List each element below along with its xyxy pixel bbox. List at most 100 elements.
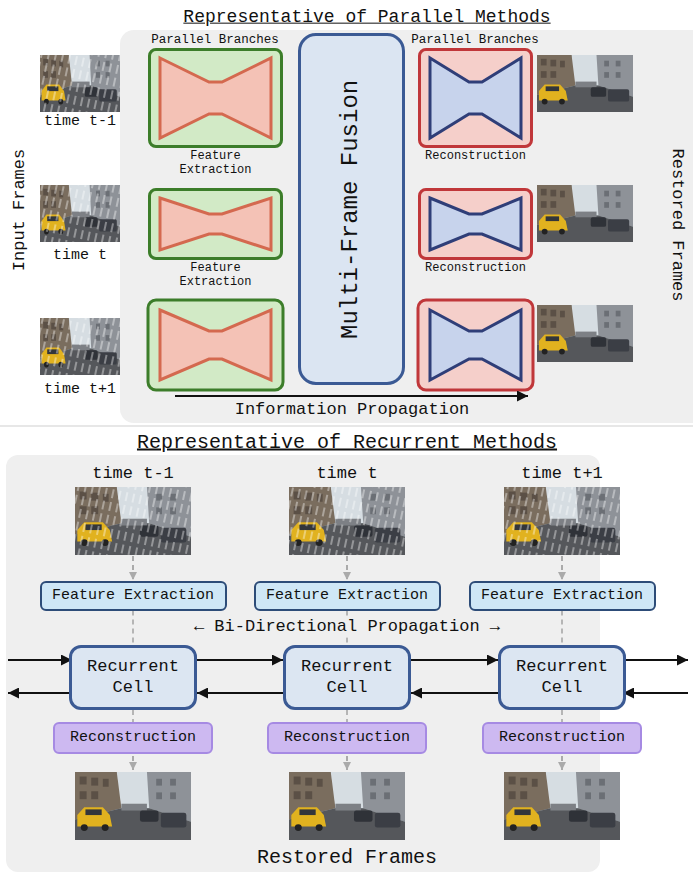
process-box: Reconstruction [267,722,427,754]
art-use [504,487,620,555]
state-arrow [197,659,283,661]
art-line [8,692,72,694]
process-box: Reconstruction [482,722,642,754]
art-rect [148,188,283,260]
box-label: Feature Extraction [481,587,643,605]
art-rect [40,185,120,242]
art-use [537,305,633,362]
art-use [40,55,120,112]
art-rect [40,318,120,375]
box-label: Feature Extraction [266,587,428,605]
process-box: Recurrent Cell [498,645,626,710]
dashed-link [132,611,134,646]
label-text: Parallel Branches [411,33,539,47]
label-text: time t+1 [521,464,603,484]
label-text: Restored Frames [667,148,687,301]
label-text: Representative of Parallel Methods [183,7,550,28]
art-rect [75,487,191,555]
art-use [537,185,633,242]
restored-frames [537,55,633,362]
art-use [289,772,405,840]
art-line [561,756,563,770]
label-text: Information Propagation [235,400,470,420]
box-label: Multi-Frame Fusion [337,79,366,338]
art-line [346,756,348,770]
dashed-link [561,710,563,722]
label-text: Input Frames [10,149,30,271]
video-frames [75,487,620,840]
label-text: Restored Frames [257,846,437,869]
art-rect [289,487,405,555]
process-box: Reconstruction [53,722,213,754]
process-box: Feature Extraction [40,581,227,611]
art-rect [40,55,120,112]
box-label: Feature Extraction [170,149,262,178]
art-rect [504,487,620,555]
process-box: Feature Extraction [148,188,283,260]
label-text: time t [316,464,377,484]
art-polygon [430,58,521,138]
decoder-art [418,48,533,390]
process-box: Reconstruction [418,188,533,260]
art-polygon [160,198,271,250]
label-text: Representative of Recurrent Methods [137,431,557,454]
box-label: Reconstruction [499,729,625,747]
encoder-art [148,48,283,390]
art-polygon [430,198,521,250]
dashed-link [561,611,563,646]
process-box: Reconstruction [418,48,533,148]
art-polygon [430,310,521,380]
art-rect [418,188,533,260]
process-box: Multi-Frame Fusion [298,33,405,385]
art-line [132,756,134,770]
panel-ground [120,30,693,423]
label-text: time t+1 [44,381,116,398]
art-rect [148,300,283,390]
label-text: ← Bi-Directional Propagation → [190,617,504,637]
art-polygon [160,58,271,138]
art-line [8,659,72,661]
process-box: Recurrent Cell [283,645,411,710]
label-text: time t-1 [44,113,116,130]
propagation-arrow [175,395,528,397]
art-use [75,487,191,555]
art-line [623,659,688,661]
art-use [40,318,120,375]
label-text: time t-1 [92,464,174,484]
state-arrow [197,692,283,694]
process-box: Feature Extraction [254,581,441,611]
process-box: Feature Extraction [148,48,283,148]
separator-line [0,426,693,427]
dashed-link [346,710,348,722]
input-frames [40,55,120,375]
art-use [537,55,633,112]
state-arrow [411,659,498,661]
box-label: Recurrent Cell [82,657,184,698]
art-rect [418,300,533,390]
label-text: time t [53,247,107,264]
state-arrow [411,692,498,694]
art-use [75,772,191,840]
art-line [346,556,348,580]
box-label: Reconstruction [70,729,196,747]
art-use [289,487,405,555]
box-label: Reconstruction [425,149,526,163]
label-text: Parallel Branches [151,33,279,47]
box-label: Recurrent Cell [511,657,613,698]
process-box: Recurrent Cell [69,645,197,710]
art-line [561,556,563,580]
box-label: Feature Extraction [52,587,214,605]
dashed-link [132,710,134,722]
art-polygon [160,310,271,380]
art-line [132,556,134,580]
box-label: Feature Extraction [170,261,262,290]
art-rect [148,48,283,148]
art-use [40,185,120,242]
box-label: Reconstruction [425,261,526,275]
art-line [623,692,688,694]
box-label: Reconstruction [284,729,410,747]
process-box: Feature Extraction [469,581,656,611]
art-use [504,772,620,840]
box-label: Recurrent Cell [296,657,398,698]
